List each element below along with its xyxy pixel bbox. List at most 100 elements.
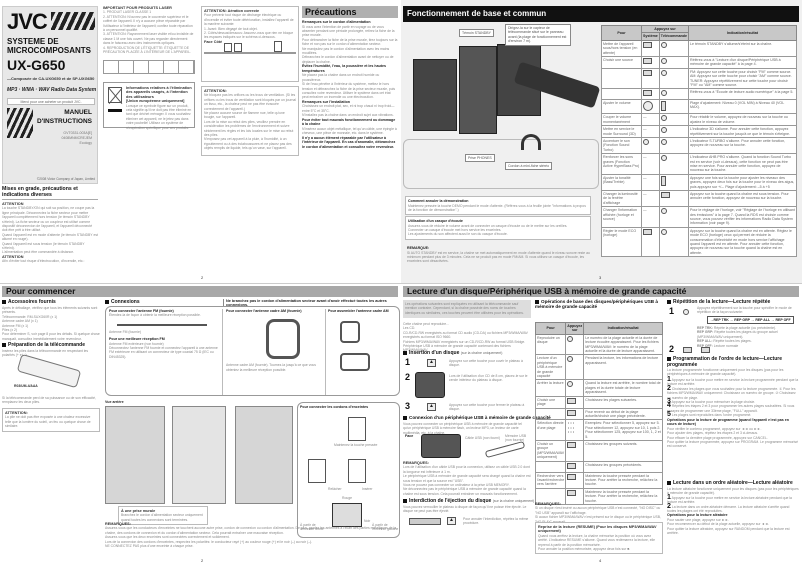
remote-dimmer-icon — [660, 191, 670, 198]
weee-disposal-box: Informations relatives à l'élimination d… — [103, 82, 195, 130]
table-row: Mettre en service le mode Surround (3D)—… — [601, 125, 798, 138]
power-button-icon — [643, 41, 652, 48]
play-button-icon — [683, 347, 692, 353]
callout-phones: Prise PHONES — [465, 154, 495, 163]
random-heading: Lecture dans un ordre aléatoire—Lecture … — [667, 480, 799, 486]
stop-icon — [567, 381, 574, 388]
table-row: Rechercher vers l'avant/recherche vers l… — [534, 471, 663, 489]
precautions-body: Remarques sur le cordon d'alimentation S… — [302, 20, 398, 149]
section-title-mises: Mises en grade, précautions et indicatio… — [2, 186, 98, 200]
remote-ahb-icon — [660, 155, 667, 162]
ops-heading: Opérations de base des disques/périphéri… — [535, 299, 663, 309]
page-number: 3 — [599, 275, 602, 280]
program-steps: 1 Appuyez sur la touche pour mettre en s… — [667, 376, 799, 449]
number-keys-icon: ⚬⚬⚬⚬⚬⚬⚬⚬⚬ — [565, 419, 585, 441]
callout-stereo-cord: Cordon à mini-fiche stéréo — [505, 162, 553, 171]
model-name: UX-G650 — [7, 57, 66, 73]
standby-button-icon — [409, 518, 441, 525]
terminal-press-icon — [348, 417, 366, 441]
cover-panel: JVC SYSTEME DE MICROCOMPOSANTS UX-G650 —… — [2, 6, 98, 184]
remote-3d-icon — [660, 127, 667, 134]
speaker-rear-left — [105, 406, 165, 504]
commencer-header: Pour commencer — [2, 286, 398, 297]
usb-port-image — [421, 434, 461, 458]
precautions-header: Précautions — [302, 6, 398, 18]
resume-box: Reprise de la lecture (RESUME) (Pour les… — [535, 522, 663, 555]
playable-media: Cette chaîne peut reproduire... Les CD. … — [403, 322, 528, 353]
callout-standby: Témoin STANDBY — [459, 29, 494, 38]
main-unit-rear — [172, 406, 226, 504]
system-diagram: Témoin STANDBY Dirigez-la sur le capteur… — [403, 24, 601, 196]
disc-tray-image — [415, 372, 445, 398]
laser-warning: IMPORTANT POUR PRODUITS LASER 1. PRODUIT… — [103, 6, 194, 55]
jvc-logo: JVC — [7, 9, 48, 34]
remote-display-icon — [660, 208, 667, 215]
crossed-bin-icon — [108, 87, 122, 103]
eject-button-icon — [427, 359, 436, 367]
headphones-note: Utilisation d'un casque d'écoute Assurez… — [405, 216, 591, 240]
page-pour-commencer: Pour commencer Accessoires fournis Après… — [2, 286, 400, 563]
repeat-modes: REP TRK: Répète la plage actuelle (ou pr… — [697, 326, 778, 348]
spread-divider — [0, 283, 802, 284]
speaker-terminals-icon — [332, 503, 362, 527]
sound-turbo-icon — [643, 138, 649, 145]
remote-eco-icon — [660, 228, 667, 235]
fast-forward-icon — [567, 473, 577, 480]
usb-stick-icon — [484, 440, 526, 459]
table-row: Mettre de l'appareil sous/hors tension (… — [601, 39, 798, 58]
table-row: Pour revenir au début de la plage actuel… — [534, 407, 663, 421]
system-title: SYSTEME DE MICROCOMPOSANTS — [7, 37, 91, 55]
callout-remote-sensor: Dirigez-la sur le capteur de télécommand… — [505, 24, 571, 46]
am-antenna-stand-icon — [340, 353, 370, 372]
table-row: Renforcer les sons graves (Fonction Acti… — [601, 153, 798, 175]
main-unit-image — [459, 46, 497, 134]
battery-label: R03/UM-4/AAA — [14, 384, 38, 388]
table-row: Accentuer le son (Fonction Sound Turbo)L… — [601, 136, 798, 155]
remote-volume-icon — [660, 100, 666, 111]
laser-labels-image — [103, 60, 195, 74]
headphones-icon — [521, 134, 541, 150]
page-number: 2 — [201, 558, 204, 563]
remote-tuner-icon — [660, 69, 667, 76]
repeat-heading: Répétition de la lecture—Lecture répétée — [667, 299, 770, 305]
table-row: Changer la luminosité de la fenêtre d'af… — [601, 189, 798, 208]
repeat-sequence: →REP TRK → REP GRP → REP ALL → REP OFF — [707, 316, 794, 324]
power-warning: Ne branchez pas le cordon d'alimentation… — [223, 299, 398, 307]
lecture-header: Lecture d'un disque/Périphérique USB à m… — [403, 286, 799, 297]
table-row: Régler le mode ECO (horloge)Appuyez sur … — [601, 226, 798, 258]
wall-outlet-note: À une prise murale Branchez le cordon d'… — [118, 506, 208, 526]
audio-in-button-icon — [643, 90, 652, 97]
program-heading: Programmation de l'ordre de lecture—Lect… — [667, 356, 799, 368]
prev-track-icon — [567, 409, 577, 416]
telecommande-heading: Préparation de la télécommande — [2, 342, 85, 348]
table-row: Sélection directe d'une plage⚬⚬⚬⚬⚬⚬⚬⚬⚬Ex… — [534, 419, 663, 441]
demo-note: Comment annuler la démonstration Mainten… — [405, 196, 591, 216]
eject-button-icon — [427, 403, 436, 411]
remote-mute-icon — [660, 115, 667, 122]
select-button-icon — [701, 347, 710, 353]
copyright: ©2008 Victor Company of Japan, Limited — [36, 177, 95, 181]
fm-am-button-icon — [643, 69, 652, 76]
battery-attention-box: ATTENTION: La pile ne doit pas être expo… — [2, 408, 100, 432]
repeat-button-icon — [683, 309, 689, 315]
fonctionnement-header: Fonctionnement de base et commun — [403, 6, 799, 22]
random-body: La lecture aléatoire fonctionne uniqueme… — [667, 487, 799, 536]
group-down-icon — [567, 462, 577, 469]
table-row: Référez-vous à "Écoute de lecture audio … — [601, 88, 798, 100]
table-row: Changer l'information affichée (horloge … — [601, 206, 798, 228]
usb-remarques: REMARQUES: Lors de l'utilisation d'un câ… — [403, 461, 531, 496]
table-row: Choisir un groupe (MP3/WMA/WAV uniquemen… — [534, 439, 663, 462]
antenna-connections-box: Pour connecter l'antenne FM (fournie) Ét… — [105, 306, 400, 396]
fm-antenna-wire-icon — [117, 323, 207, 326]
remarque-note: REMARQUE: Si AUTO STANDBY est en service… — [407, 246, 590, 264]
bottom-spread: Pour commencer Accessoires fournis Après… — [0, 284, 802, 567]
lecture-intro: Les opérations suivantes sont expliquées… — [403, 300, 531, 318]
terminal-release-icon — [308, 459, 326, 483]
terminal-insert-icon — [348, 459, 366, 483]
disc-ops-table: Pour Appuyez sur Indication/résultat Rep… — [534, 322, 663, 506]
accessoires-heading: Accessoires fournis — [2, 299, 56, 305]
remote-tone-icon — [660, 175, 666, 186]
